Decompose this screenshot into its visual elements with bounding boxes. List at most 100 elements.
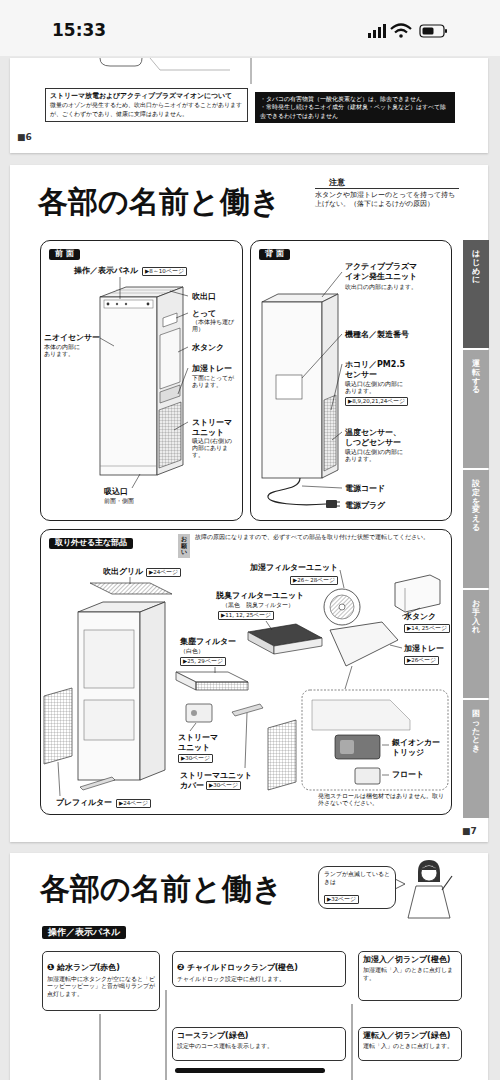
page-ref: ▶8～10ページ [142, 267, 187, 276]
note-text: 微量のオゾンが発生するため、吹出口からニオイがすることがありますが、ごくわずかで… [50, 101, 243, 117]
part-label: ストリーマユニット [178, 733, 220, 753]
tab-label: 設定を変える [472, 480, 480, 533]
warning-text: ・常時発生し続けるニオイ成分（建材臭・ペット臭など）はすべて除去できるわけではあ… [260, 103, 450, 120]
line-art [340, 570, 344, 588]
line-art [326, 500, 337, 508]
line-art [100, 58, 142, 66]
line-art [166, 990, 167, 1080]
page-ref: ▶26ページ [404, 656, 439, 665]
line-art [345, 666, 352, 689]
line-art [405, 588, 406, 611]
caution-box: 注意水タンクや加湿トレーのとってを持って持ち上げない。（落下によるけがの原因） [313, 176, 461, 211]
line-art [382, 775, 389, 776]
warning-box: ・タバコの有害物質（一酸化炭素など）は、除去できません・常時発生し続けるニオイ成… [255, 92, 455, 123]
line-art [215, 667, 216, 673]
line-art [322, 272, 342, 297]
request-tag: お願い [178, 534, 190, 558]
line-art [421, 865, 437, 881]
lamp-box: 運転入／切ランプ(緑色)運転「入」のときに点灯します。 [358, 1027, 462, 1061]
part-label: 水タンク [404, 612, 436, 622]
line-art [170, 291, 188, 296]
part-note: 吸込口(右側)の内部にあります。 [192, 438, 238, 459]
part-note: 本体の内部にあります。 [44, 344, 82, 358]
line-art [174, 422, 188, 430]
lamp-text: チャイルドロック設定中に点灯します。 [177, 976, 341, 983]
line-art [322, 294, 338, 478]
part-label: 吹出グリル [103, 567, 143, 577]
index-tab: 困ったとき [463, 700, 489, 818]
page-title: 各部の名前と働き [40, 870, 283, 908]
line-art [245, 713, 247, 768]
line-art [268, 720, 296, 790]
speech-bubble: ランプが点滅しているときは ▶32ページ [318, 866, 396, 909]
lamp-name: 加湿入／切ランプ(橙色) [363, 955, 457, 965]
line-art [330, 622, 398, 666]
lamp-name: 給水ランプ(赤色) [57, 963, 120, 972]
part-label: アクティブプラズマイオン発生ユニット [345, 262, 418, 282]
line-art [100, 1014, 101, 1080]
part-note: （黒色 脱臭フィルター） [222, 602, 294, 609]
lamp-box: ❶給水ランプ(赤色)加湿運転中に水タンクが空になると「ピーッピーッピーッ」と音が… [42, 951, 160, 1011]
part-label: ニオイセンサー [44, 333, 100, 342]
line-art [324, 589, 360, 625]
part-note: 下面にとってがあります。 [192, 375, 238, 389]
line-art [312, 700, 410, 730]
lamp-box: 加湿入／切ランプ(橙色)加湿運転「入」のときに点灯します。 [358, 951, 462, 1001]
line-art [130, 577, 131, 584]
section-tag: 操作／表示パネル [42, 926, 126, 939]
page-ref: ▶14, 25ページ [404, 624, 450, 633]
line-art [268, 478, 326, 505]
line-art [58, 762, 60, 796]
page-ref: ▶24ページ [146, 568, 181, 577]
line-art [107, 303, 110, 306]
tab-label: お手入れ [472, 600, 480, 635]
part-note: 発泡スチロールは梱包材ではありません。取り外さないでください。 [318, 793, 446, 807]
lamp-box: コースランプ(緑色)設定中のコース運転を表示します。 [172, 1027, 346, 1061]
part-label: 集塵フィルター [180, 637, 236, 647]
part-note: 吸込口(左側)の内部にあります。 [345, 381, 407, 395]
line-art [352, 1004, 353, 1080]
line-art [110, 290, 174, 293]
line-art [100, 338, 114, 346]
caution-text: 水タンクや加湿トレーのとってを持って持ち上げない。（落下によるけがの原因） [315, 191, 459, 209]
line-art [175, 1068, 325, 1073]
part-note: 吹出口の内部にあります。 [345, 284, 417, 291]
line-art [368, 24, 386, 38]
line-art [423, 28, 434, 35]
lamp-name: チャイルドロックランプ(橙色) [187, 963, 298, 972]
line-art [266, 621, 272, 630]
line-art [120, 277, 121, 299]
line-art [337, 502, 340, 503]
line-art [442, 876, 452, 890]
part-label: 水タンク [192, 343, 224, 353]
part-label: プレフィルター [56, 798, 112, 808]
callout-number: ❶ [47, 962, 55, 972]
part-label: 温度センサー、しつどセンサー [345, 428, 405, 448]
line-art [302, 272, 342, 488]
line-art [132, 474, 140, 488]
line-art [399, 34, 403, 38]
line-art [140, 602, 165, 780]
part-label: 脱臭フィルターユニット [216, 591, 304, 601]
panel-tag: 背 面 [259, 249, 290, 260]
tab-label: 困ったとき [472, 710, 480, 754]
part-note: 前面・側面 [104, 498, 134, 505]
lamp-text: 設定中のコース運転を表示します。 [177, 1043, 341, 1050]
page-ref: ▶32ページ [324, 895, 359, 904]
line-art [418, 860, 440, 882]
warning-text: ・タバコの有害物質（一酸化炭素など）は、除去できません [260, 95, 450, 103]
bubble-text: ランプが点滅しているときは [324, 870, 390, 886]
part-label: フロート [392, 770, 424, 780]
status-time: 15:33 [52, 20, 106, 41]
line-art [302, 690, 448, 790]
part-label: ホコリ／PM2.5センサー [345, 360, 407, 380]
line-art [274, 638, 322, 654]
line-art [355, 768, 380, 784]
line-art [84, 630, 134, 688]
part-note: （本体持ち運び用） [192, 319, 240, 333]
line-art [383, 24, 386, 38]
request-text: 故障の原因になりますので、必ずすべての部品を取り付けた状態で運転してください。 [195, 534, 446, 542]
request-note: お願い故障の原因になりますので、必ずすべての部品を取り付けた状態で運転してくださ… [178, 534, 446, 558]
line-art [331, 364, 342, 410]
line-art [116, 303, 118, 305]
